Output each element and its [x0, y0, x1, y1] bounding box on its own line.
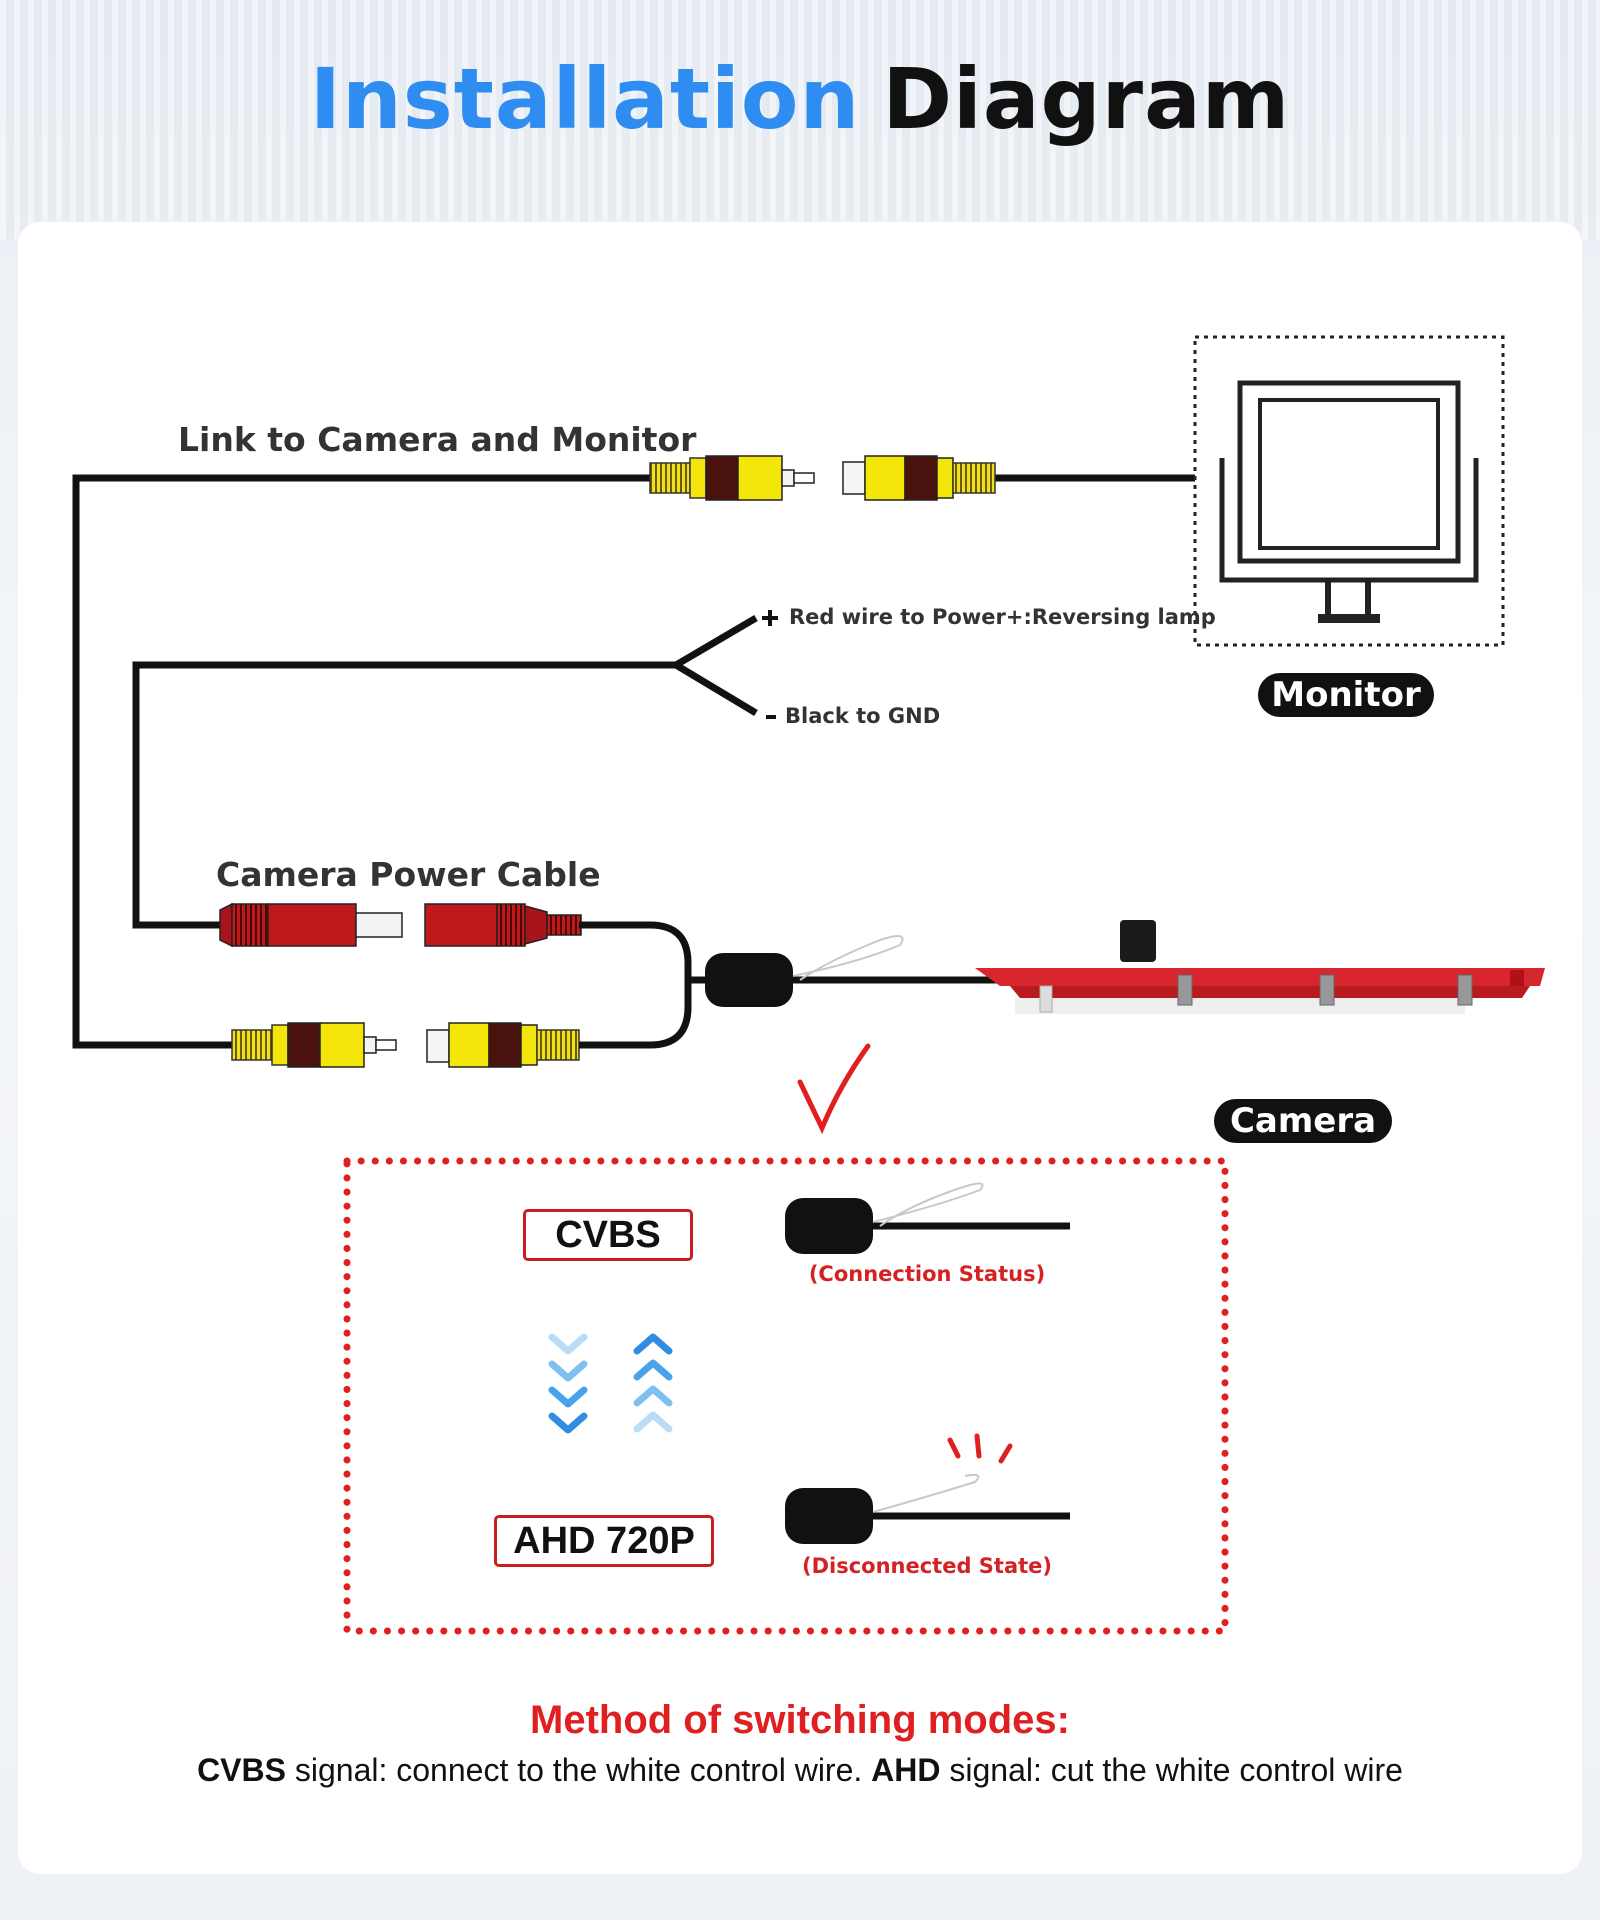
method-heading: Method of switching modes: [530, 1698, 1070, 1742]
cut-spark-icon [947, 1433, 1013, 1464]
ahd-status-text: (Disconnected State) [801, 1554, 1053, 1578]
power-cable-label: Camera Power Cable [216, 855, 601, 894]
cvbs-control-illustration [785, 1182, 1070, 1254]
rca-connector-female-top [842, 455, 996, 501]
ahd-term: AHD [871, 1752, 941, 1788]
title-part-1: Installation [309, 50, 861, 148]
cvbs-instruction: signal: connect to the white control wir… [285, 1752, 872, 1788]
link-label: Link to Camera and Monitor [178, 420, 697, 459]
power-connector-female [424, 903, 582, 947]
plus-sign-icon [762, 610, 778, 626]
cvbs-status-text: (Connection Status) [808, 1262, 1046, 1286]
rca-connector-male-top [649, 455, 815, 501]
ahd-control-illustration [785, 1473, 1070, 1544]
camera-brake-light [975, 920, 1545, 1014]
black-wire-label: Black to GND [785, 704, 941, 728]
switch-down-arrows-icon [548, 1333, 588, 1434]
video-link-wire [72, 474, 1195, 1049]
monitor-badge: Monitor [1258, 673, 1434, 717]
red-wire-label: Red wire to Power+:Reversing lamp [789, 605, 1216, 629]
switch-up-arrows-icon [633, 1333, 673, 1433]
cvbs-mode-label: CVBS [523, 1209, 693, 1261]
check-mark-icon [797, 1043, 871, 1135]
ahd-mode-label: AHD 720P [494, 1515, 714, 1567]
power-connector-male [219, 902, 403, 948]
method-description: CVBS signal: connect to the white contro… [0, 1752, 1600, 1789]
monitor-icon [1193, 335, 1505, 647]
camera-merge-wire [579, 921, 1030, 1049]
camera-badge: Camera [1214, 1099, 1392, 1143]
ahd-instruction: signal: cut the white control wire [940, 1752, 1403, 1788]
white-control-wire [792, 935, 904, 981]
power-wire [132, 614, 758, 929]
rca-connector-male-bottom [231, 1022, 397, 1068]
background-pattern [0, 0, 1600, 240]
rca-connector-female-bottom [426, 1022, 580, 1068]
mode-switch-panel [343, 1157, 1229, 1635]
cvbs-term: CVBS [197, 1752, 286, 1788]
control-box [705, 953, 793, 1007]
title-part-2: Diagram [882, 50, 1291, 148]
